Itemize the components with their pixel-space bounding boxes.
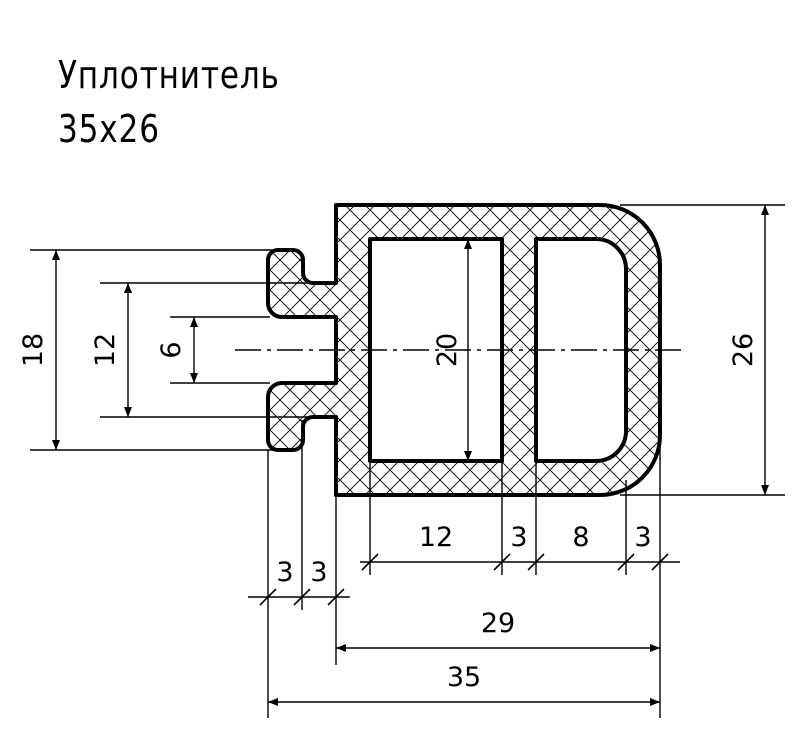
dim-label-35: 35 bbox=[447, 662, 481, 693]
dim-label-12: 12 bbox=[419, 522, 453, 553]
dim-label-12-vertical: 12 bbox=[90, 333, 121, 367]
dim-label-3-neck: 3 bbox=[310, 557, 327, 588]
title-profile-size: 35x26 bbox=[58, 107, 160, 151]
dim-label-6: 6 bbox=[156, 341, 187, 358]
dim-label-3-mid: 3 bbox=[510, 522, 527, 553]
dim-label-3-lip: 3 bbox=[276, 557, 293, 588]
tick-marks bbox=[259, 553, 669, 606]
dim-label-29: 29 bbox=[481, 608, 515, 639]
profile-section bbox=[266, 203, 662, 497]
dim-label-3-right: 3 bbox=[634, 522, 651, 553]
dim-label-8: 8 bbox=[572, 522, 589, 553]
dim-label-26: 26 bbox=[728, 333, 759, 367]
dim-label-18: 18 bbox=[18, 333, 49, 367]
title-profile-name: Уплотнитель bbox=[58, 53, 280, 97]
dim-label-20: 20 bbox=[432, 333, 463, 367]
